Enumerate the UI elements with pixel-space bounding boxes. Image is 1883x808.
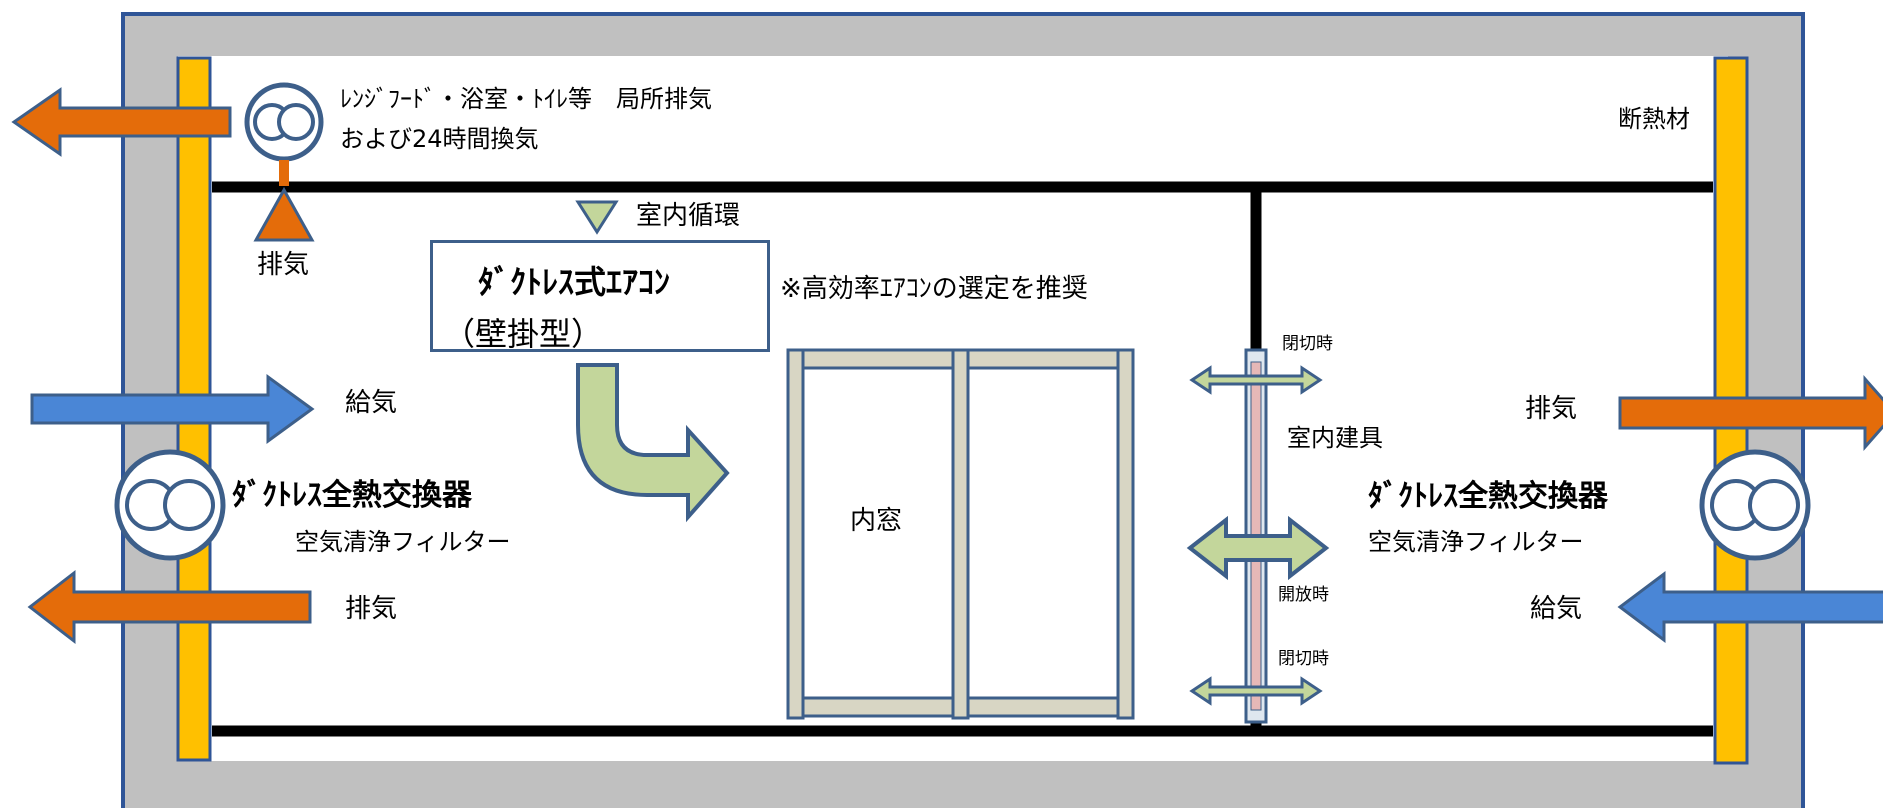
door-top-double-arrow xyxy=(1189,365,1323,395)
left-fan-icon xyxy=(114,449,226,561)
door-bottom-double-arrow xyxy=(1189,676,1323,706)
circulation-triangle-icon xyxy=(575,200,619,235)
right-supply-arrow xyxy=(1617,571,1883,643)
top-exhaust-label: 排気 xyxy=(257,250,310,280)
aircon-title: ﾀﾞｸﾄﾚｽ式ｴｱｺﾝ xyxy=(478,263,671,301)
aircon-unit: ﾀﾞｸﾄﾚｽ式ｴｱｺﾝ （壁掛型） xyxy=(430,240,770,353)
aircon-type: （壁掛型） xyxy=(443,315,604,353)
local-exhaust-label-line2: および24時間換気 xyxy=(340,125,539,153)
door-open-label: 開放時 xyxy=(1278,585,1329,605)
right-fan-icon xyxy=(1699,449,1811,561)
recommendation-note: ※高効率ｴｱｺﾝの選定を推奨 xyxy=(780,274,1088,304)
inner-window-label: 内窓 xyxy=(850,506,903,536)
right-exhaust-label: 排気 xyxy=(1525,394,1578,424)
left-erv-filter: 空気清浄フィルター xyxy=(295,528,511,556)
left-exhaust-arrow xyxy=(27,569,312,645)
local-exhaust-label-line1: ﾚﾝｼﾞﾌｰﾄﾞ・浴室・ﾄｲﾚ等 局所排気 xyxy=(340,85,712,113)
left-supply-label: 給気 xyxy=(345,388,398,418)
right-erv-filter: 空気清浄フィルター xyxy=(1368,528,1584,556)
door-closed-label-top: 閉切時 xyxy=(1282,334,1333,354)
door-closed-label-bottom: 閉切時 xyxy=(1278,649,1329,669)
left-erv-title: ﾀﾞｸﾄﾚｽ全熱交換器 xyxy=(232,478,472,513)
indoor-circulation-label: 室内循環 xyxy=(636,201,741,231)
exhaust-intake-icon xyxy=(253,186,315,242)
top-fan-icon xyxy=(244,82,324,162)
indoor-fitting-label: 室内建具 xyxy=(1287,424,1383,452)
right-erv-title: ﾀﾞｸﾄﾚｽ全熱交換器 xyxy=(1368,479,1608,514)
right-exhaust-arrow xyxy=(1618,375,1883,451)
left-supply-arrow xyxy=(30,374,315,444)
left-exhaust-label: 排気 xyxy=(345,594,398,624)
door-open-double-arrow xyxy=(1186,515,1330,581)
fan-connector xyxy=(279,160,289,186)
aircon-airflow-arrow xyxy=(576,363,730,523)
right-supply-label: 給気 xyxy=(1530,594,1583,624)
top-exhaust-arrow xyxy=(11,87,232,157)
inner-window xyxy=(786,348,1135,720)
insulation-label: 断熱材 xyxy=(1618,105,1690,133)
